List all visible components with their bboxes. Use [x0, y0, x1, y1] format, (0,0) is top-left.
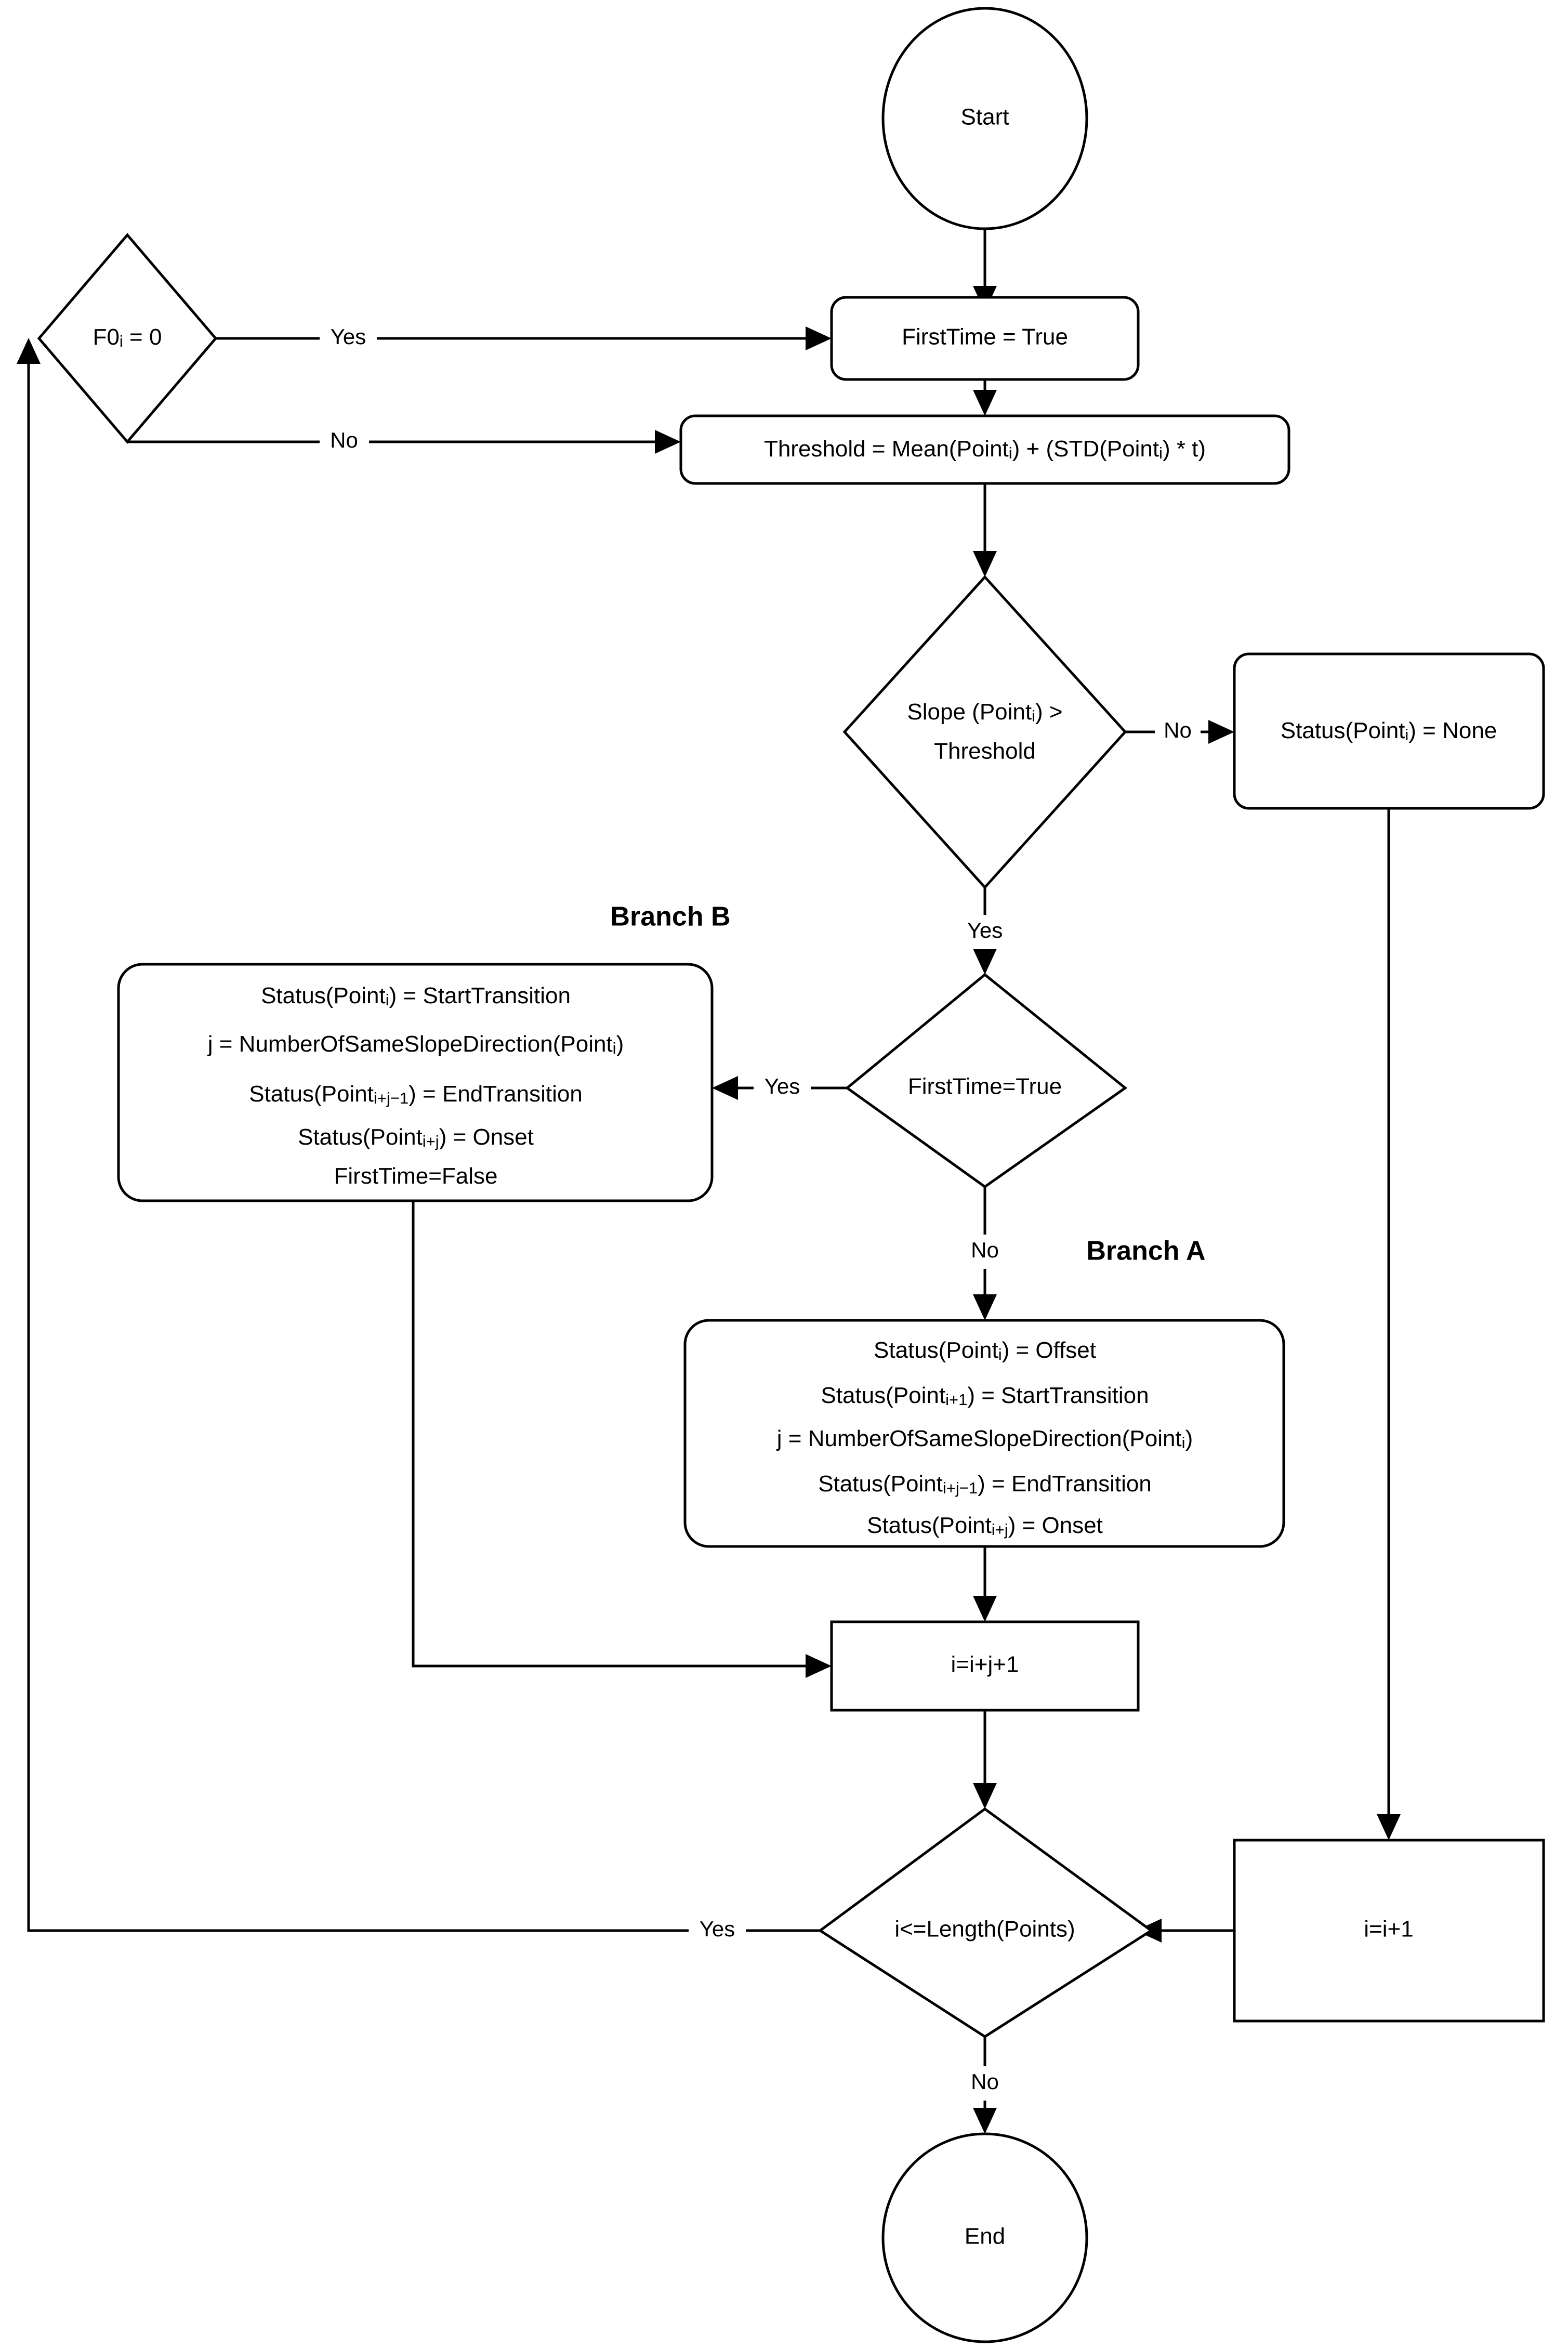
edge-branchb-to-incr-ij1	[412, 1201, 832, 1678]
node-end[interactable]: End	[881, 2132, 1088, 2343]
node-branch-b[interactable]: Status(Pointi) = StartTransition j = Num…	[117, 963, 714, 1202]
node-branch-a[interactable]: Status(Pointi) = Offset Status(Pointi+1)…	[683, 1319, 1285, 1548]
node-branch-b-line-4: Status(Pointi+j) = Onset	[298, 1124, 534, 1151]
edge-incr-ij1-to-loopcheck	[973, 1710, 997, 1809]
node-branch-b-line-2: j = NumberOfSameSlopeDirection(Pointi)	[207, 1031, 624, 1058]
node-end-label: End	[965, 2224, 1005, 2249]
node-slope-check-line2: Threshold	[934, 739, 1036, 764]
node-threshold-label: Threshold = Mean(Pointi) + (STD(Pointi) …	[764, 436, 1206, 463]
node-incr-i1-label: i=i+1	[1364, 1917, 1413, 1942]
edge-label-loop-no: No	[960, 2066, 1010, 2101]
edge-label-text: Yes	[765, 1074, 800, 1098]
edge-label-text: Yes	[700, 1917, 735, 1941]
edge-label-text: No	[330, 428, 358, 452]
branch-a-annotation: Branch A	[1086, 1236, 1205, 1266]
edge-label-text: Yes	[967, 918, 1003, 942]
node-firsttime-true-label: FirstTime = True	[902, 324, 1068, 350]
edge-label-f0-yes: Yes	[320, 321, 377, 356]
edge-loopcheck-yes-to-f0	[17, 338, 820, 1932]
node-f0-check-label: F0i = 0	[93, 324, 162, 351]
edge-threshold-to-slope	[973, 483, 997, 577]
edge-label-text: No	[971, 2069, 999, 2094]
node-start-label: Start	[961, 104, 1009, 130]
node-incr-ij1[interactable]: i=i+j+1	[830, 1620, 1140, 1712]
edge-label-firsttime-no: No	[960, 1235, 1010, 1269]
edge-f0-no-to-threshold	[127, 430, 681, 454]
node-incr-ij1-label: i=i+j+1	[951, 1652, 1019, 1677]
node-firsttime-check[interactable]: FirstTime=True	[845, 973, 1128, 1189]
edge-f0-yes-to-firsttime	[216, 326, 832, 350]
edge-label-text: No	[1164, 718, 1192, 742]
edge-statusnone-to-incr-i1	[1377, 808, 1401, 1840]
node-branch-a-line-2: Status(Pointi+1) = StartTransition	[821, 1383, 1149, 1409]
node-branch-a-line-1: Status(Pointi) = Offset	[874, 1337, 1096, 1364]
node-f0-check[interactable]: F0i = 0	[37, 233, 218, 444]
node-incr-i1[interactable]: i=i+1	[1233, 1839, 1545, 2023]
node-branch-b-line-5: FirstTime=False	[334, 1163, 498, 1189]
edge-label-text: Yes	[331, 324, 366, 349]
edge-label-firsttime-yes: Yes	[754, 1071, 811, 1105]
edge-label-f0-no: No	[320, 425, 369, 459]
edge-firsttime-to-threshold	[973, 379, 997, 416]
branch-b-annotation: Branch B	[610, 902, 730, 932]
node-loop-check[interactable]: i<=Length(Points)	[818, 1807, 1154, 2038]
node-status-none[interactable]: Status(Pointi) = None	[1233, 652, 1545, 810]
edge-label-loop-yes: Yes	[689, 1913, 746, 1948]
node-branch-a-line-3: j = NumberOfSameSlopeDirection(Pointi)	[776, 1426, 1193, 1452]
edge-brancha-to-incr-ij1	[973, 1546, 997, 1622]
node-status-none-label: Status(Pointi) = None	[1281, 718, 1497, 744]
node-branch-a-line-5: Status(Pointi+j) = Onset	[867, 1513, 1103, 1539]
node-slope-check[interactable]: Slope (Pointi) > Threshold	[842, 575, 1127, 889]
node-branch-b-line-3: Status(Pointi+j−1) = EndTransition	[249, 1081, 583, 1108]
node-branch-b-line-1: Status(Pointi) = StartTransition	[261, 983, 571, 1009]
node-firsttime-check-label: FirstTime=True	[908, 1074, 1062, 1099]
edge-label-text: No	[971, 1238, 999, 1262]
node-firsttime-true[interactable]: FirstTime = True	[830, 296, 1140, 381]
edge-label-slope-yes: Yes	[956, 915, 1013, 949]
node-branch-a-line-4: Status(Pointi+j−1) = EndTransition	[818, 1471, 1152, 1498]
edge-label-slope-no: No	[1155, 715, 1201, 749]
node-loop-check-label: i<=Length(Points)	[894, 1917, 1075, 1942]
node-threshold[interactable]: Threshold = Mean(Pointi) + (STD(Pointi) …	[679, 414, 1290, 485]
node-start[interactable]: Start	[881, 7, 1088, 230]
node-slope-check-line1: Slope (Pointi) >	[907, 699, 1062, 726]
